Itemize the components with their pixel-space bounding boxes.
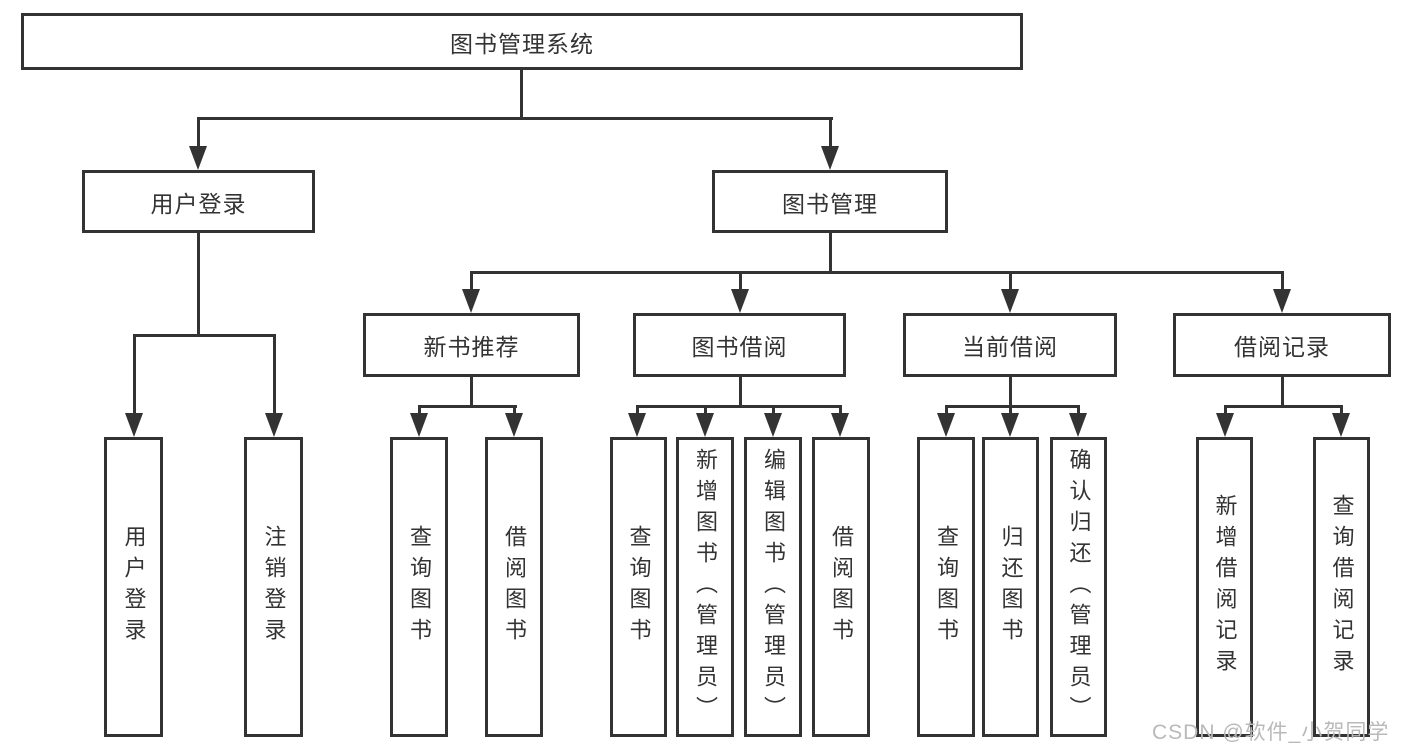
node-root-label: 图书管理系统	[450, 30, 594, 57]
connector-line	[636, 405, 842, 408]
leaf-add-borrow-record-label: 新增借阅记录	[1212, 494, 1238, 680]
arrow-down-icon	[1332, 413, 1350, 437]
connector-line	[1281, 377, 1284, 408]
leaf-query-books-borrowing-label: 查询图书	[626, 525, 652, 649]
connector-line	[945, 405, 1080, 408]
leaf-query-books-current: 查询图书	[917, 437, 975, 737]
arrow-down-icon	[1069, 413, 1087, 437]
connector-line	[197, 233, 200, 337]
leaf-logout-label: 注销登录	[261, 525, 287, 649]
connector-line	[1009, 405, 1012, 413]
node-user-login-label: 用户登录	[150, 190, 247, 217]
leaf-return-books: 归还图书	[982, 437, 1039, 737]
arrow-down-icon	[1001, 413, 1019, 437]
node-book-borrowing: 图书借阅	[633, 313, 846, 377]
leaf-borrow-books-label: 借阅图书	[829, 525, 854, 649]
leaf-query-borrow-record: 查询借阅记录	[1313, 437, 1370, 737]
arrow-down-icon	[125, 413, 143, 437]
connector-line	[636, 405, 639, 413]
arrow-down-icon	[410, 413, 428, 437]
node-current-borrowing: 当前借阅	[903, 313, 1117, 377]
leaf-borrow-books: 借阅图书	[812, 437, 870, 737]
connector-line	[418, 405, 517, 408]
node-book-management: 图书管理	[712, 170, 948, 233]
connector-line	[418, 405, 421, 413]
leaf-query-books-borrowing: 查询图书	[610, 437, 667, 737]
leaf-user-login-label: 用户登录	[121, 525, 147, 649]
leaf-query-borrow-record-label: 查询借阅记录	[1329, 494, 1355, 680]
connector-line	[197, 117, 833, 120]
arrow-down-icon	[1001, 289, 1019, 313]
node-new-book-recommend: 新书推荐	[363, 313, 580, 377]
arrow-down-icon	[265, 413, 283, 437]
connector-line	[1009, 377, 1012, 408]
leaf-edit-books-admin-label: 编辑图书（管理员）	[761, 447, 786, 727]
connector-line	[829, 233, 832, 274]
connector-line	[1224, 405, 1343, 408]
leaf-query-books-recommend-label: 查询图书	[407, 525, 432, 649]
csdn-watermark: CSDN @软件_小贺同学	[1152, 721, 1390, 744]
node-borrowing-records-label: 借阅记录	[1234, 334, 1330, 360]
node-new-book-recommend-label: 新书推荐	[423, 334, 520, 360]
connector-line	[520, 70, 523, 118]
node-book-borrowing-label: 图书借阅	[691, 334, 788, 360]
leaf-add-books-admin-label: 新增图书（管理员）	[693, 447, 718, 727]
arrow-down-icon	[764, 413, 782, 437]
connector-line	[133, 334, 136, 413]
node-book-management-label: 图书管理	[782, 190, 878, 217]
arrow-down-icon	[1273, 289, 1291, 313]
arrow-down-icon	[696, 413, 714, 437]
arrow-down-icon	[731, 289, 749, 313]
arrow-down-icon	[831, 413, 849, 437]
connector-line	[470, 377, 473, 408]
connector-line	[273, 334, 276, 413]
leaf-add-borrow-record: 新增借阅记录	[1196, 437, 1253, 737]
arrow-down-icon	[821, 146, 839, 170]
node-current-borrowing-label: 当前借阅	[962, 334, 1058, 360]
connector-line	[513, 405, 516, 413]
arrow-down-icon	[189, 146, 207, 170]
leaf-user-login: 用户登录	[104, 437, 163, 737]
connector-line	[133, 334, 276, 337]
connector-line	[839, 405, 842, 413]
leaf-add-books-admin: 新增图书（管理员）	[676, 437, 734, 737]
arrow-down-icon	[462, 289, 480, 313]
connector-line	[470, 271, 1284, 274]
connector-line	[1281, 271, 1284, 289]
connector-line	[1077, 405, 1080, 413]
node-root: 图书管理系统	[21, 13, 1023, 70]
leaf-return-books-label: 归还图书	[998, 525, 1024, 649]
connector-line	[470, 271, 473, 289]
connector-line	[945, 405, 948, 413]
connector-line	[739, 377, 742, 408]
leaf-edit-books-admin: 编辑图书（管理员）	[744, 437, 802, 737]
connector-line	[1224, 405, 1227, 413]
arrow-down-icon	[937, 413, 955, 437]
connector-line	[772, 405, 775, 413]
leaf-borrow-books-recommend: 借阅图书	[485, 437, 543, 737]
connector-line	[197, 117, 200, 146]
connector-line	[1009, 271, 1012, 289]
arrow-down-icon	[1216, 413, 1234, 437]
connector-line	[829, 117, 832, 146]
connector-line	[739, 271, 742, 289]
leaf-borrow-books-recommend-label: 借阅图书	[502, 525, 527, 649]
connector-line	[1340, 405, 1343, 413]
leaf-query-books-recommend: 查询图书	[390, 437, 448, 737]
arrow-down-icon	[505, 413, 523, 437]
arrow-down-icon	[628, 413, 646, 437]
leaf-confirm-return-admin-label: 确认归还（管理员）	[1066, 447, 1092, 727]
node-borrowing-records: 借阅记录	[1173, 313, 1391, 377]
leaf-query-books-current-label: 查询图书	[934, 525, 959, 649]
connector-line	[704, 405, 707, 413]
leaf-logout: 注销登录	[244, 437, 303, 737]
node-user-login: 用户登录	[82, 170, 315, 233]
leaf-confirm-return-admin: 确认归还（管理员）	[1050, 437, 1107, 737]
